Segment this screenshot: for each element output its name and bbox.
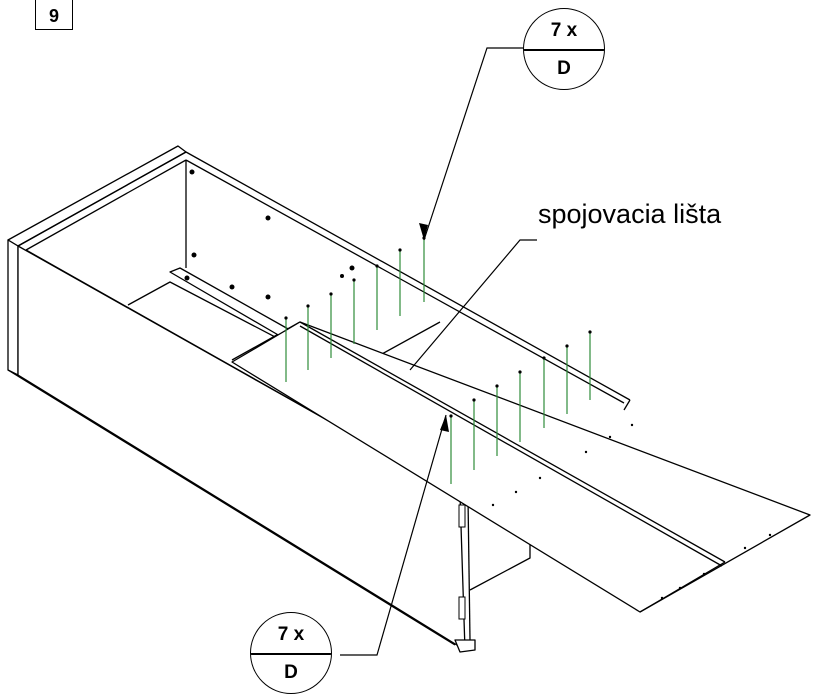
callout-quantity: 7 x <box>277 624 305 645</box>
cabinet-body <box>7 145 811 653</box>
mounting-holes <box>184 169 355 300</box>
callout-divider <box>251 653 331 655</box>
dowel-tip <box>375 264 379 268</box>
dowel-tip <box>495 384 499 388</box>
callout-divider <box>524 49 604 51</box>
callout-quantity: 7 x <box>550 20 578 41</box>
dowel-tip <box>329 292 333 296</box>
dowel-tip <box>449 414 453 418</box>
dowel-tip <box>472 398 476 402</box>
dowel-tip <box>284 316 288 320</box>
leader-lines <box>340 47 537 656</box>
part-callout-bottom: 7 x D <box>250 612 332 694</box>
callout-part-code: D <box>284 662 298 683</box>
dowel-tip <box>518 370 522 374</box>
dowel-tip <box>588 330 592 334</box>
dowel-tip <box>542 356 546 360</box>
dowel-tip <box>565 344 569 348</box>
dowel-tip <box>352 278 356 282</box>
hinge-plates <box>458 504 466 620</box>
dowels <box>284 236 592 484</box>
dowel-tip <box>306 304 310 308</box>
step-number-box: 9 <box>35 0 73 30</box>
part-name-label: spojovacia lišta <box>538 199 722 229</box>
plate-marks <box>491 423 772 600</box>
part-callout-top: 7 x D <box>523 8 605 90</box>
callout-part-code: D <box>557 58 571 79</box>
arrowheads <box>419 223 449 432</box>
dowel-tip <box>398 248 402 252</box>
step-number: 9 <box>48 6 59 26</box>
